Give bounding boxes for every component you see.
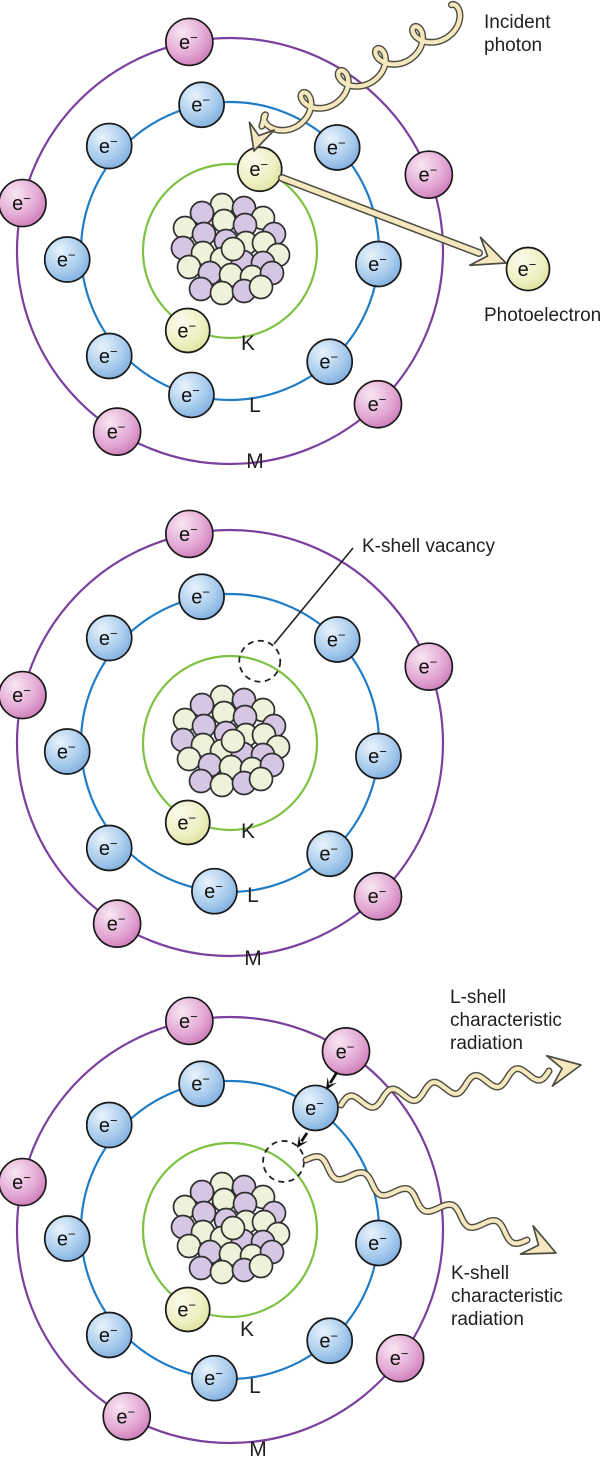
m-shell-electron: e− <box>404 150 454 200</box>
atom-k-shell-vacancy-nucleus <box>170 684 291 798</box>
l-shell-electron: e− <box>85 1101 133 1149</box>
l-shell-electron: e− <box>85 122 133 170</box>
m-shell-electron: e− <box>165 509 214 559</box>
l-shell-electron: e− <box>306 830 354 878</box>
m-shell-electron: e− <box>92 899 142 948</box>
photoelectron-label: Photoelectron <box>484 305 602 326</box>
atom-photoelectric-absorption-shell-label-M: M <box>246 450 264 473</box>
nucleon <box>188 276 214 302</box>
nucleon <box>209 772 235 798</box>
k-shell-radiation-wave <box>302 1153 531 1247</box>
l-shell-radiation-label: L-shell characteristic radiation <box>450 987 562 1054</box>
atom-characteristic-radiation-shell-label-K: K <box>240 1318 254 1341</box>
atom-characteristic-radiation-shell-label-M: M <box>249 1438 267 1461</box>
l-shell-radiation-wave-arrowhead <box>545 1054 582 1087</box>
nucleon <box>220 1215 246 1241</box>
l-shell-electron: e− <box>292 1084 339 1132</box>
atom-characteristic-radiation-shell-M <box>15 1015 445 1445</box>
l-shell-electron: e− <box>178 81 225 129</box>
l-shell-electron: e− <box>306 338 354 386</box>
photoelectron: e− <box>505 246 551 292</box>
m-shell-electron: e− <box>0 670 47 720</box>
l-shell-electron: e− <box>85 1311 133 1359</box>
l-shell-electron: e− <box>313 124 361 171</box>
m-shell-electron: e− <box>0 178 47 228</box>
k-shell-radiation-label: K-shell characteristic radiation <box>451 1263 563 1330</box>
incident-photon-label: Incident photon <box>484 12 551 56</box>
k-shell-electron: e− <box>164 799 211 846</box>
l-shell-electron: e− <box>355 732 402 780</box>
atom-photoelectric-absorption-shell-label-K: K <box>241 332 255 355</box>
m-shell-electron: e− <box>165 996 214 1046</box>
l-shell-electron: e− <box>43 1215 91 1262</box>
l-shell-electron: e− <box>313 616 361 663</box>
m-shell-electron: e− <box>0 1157 47 1207</box>
k-shell-vacancy-label: K-shell vacancy <box>362 536 496 557</box>
nucleon <box>220 236 246 262</box>
atom-photoelectric-absorption-shell-M <box>15 36 445 466</box>
electron-cascade-arrow-1 <box>326 1071 339 1090</box>
l-shell-electron: e− <box>43 236 91 283</box>
k-shell-radiation-wave-arrowhead <box>519 1224 557 1255</box>
m-shell-electron: e− <box>165 17 214 67</box>
m-shell-electron: e− <box>404 642 454 692</box>
l-shell-electron: e− <box>85 332 133 380</box>
atom-photoelectric-absorption-nucleus <box>170 192 291 306</box>
atom-k-shell-vacancy-shell-label-K: K <box>241 820 255 843</box>
k-vacancy-leader-line <box>273 547 354 645</box>
nucleon <box>188 1255 214 1281</box>
atom-photoelectric-absorption-shell-label-L: L <box>249 394 261 417</box>
nucleon <box>209 280 235 306</box>
nucleon <box>176 254 202 280</box>
atom-k-shell-vacancy-shell-label-M: M <box>244 947 262 970</box>
nucleon <box>248 766 274 792</box>
nucleon <box>176 746 202 772</box>
m-shell-electron: e− <box>102 1391 152 1441</box>
nucleon <box>209 1259 235 1285</box>
atom-k-shell-vacancy-vacancy-circle <box>238 639 282 683</box>
atom-characteristic-radiation: K L Me− e− e− e− e− e− e− e− e− e− e− e− e− e− <box>0 996 445 1461</box>
atom-k-shell-vacancy-shell-label-L: L <box>247 884 259 907</box>
l-shell-electron: e− <box>306 1317 354 1365</box>
l-shell-electron: e− <box>355 240 402 288</box>
l-shell-electron: e− <box>85 614 133 662</box>
atom-characteristic-radiation-shell-K <box>141 1141 319 1319</box>
l-shell-electron: e− <box>168 371 215 419</box>
atom-k-shell-vacancy-shell-M <box>15 528 445 958</box>
atom-photoelectric-absorption-shell-K <box>141 162 319 340</box>
l-shell-radiation-wave <box>337 1065 553 1111</box>
electron-cascade-arrow-2 <box>297 1132 309 1148</box>
m-shell-electron: e− <box>321 1027 371 1076</box>
photoelectron-arrow <box>278 174 507 267</box>
k-shell-electron: e− <box>164 307 211 354</box>
annotations: e− <box>248 0 582 1255</box>
incident-photon-arrowhead <box>248 121 276 152</box>
nucleon <box>248 274 274 300</box>
l-shell-electron: e− <box>191 867 238 915</box>
l-shell-electron: e− <box>43 728 91 775</box>
incident-photon-wave <box>258 0 464 134</box>
nucleon <box>176 1233 202 1259</box>
l-shell-electron: e− <box>191 1354 238 1402</box>
l-shell-electron: e− <box>178 573 225 621</box>
nucleon <box>188 768 214 794</box>
l-shell-electron: e− <box>355 1219 402 1267</box>
nucleon <box>248 1253 274 1279</box>
k-shell-electron: e− <box>164 1286 211 1333</box>
m-shell-electron: e− <box>353 871 403 921</box>
atom-characteristic-radiation-shell-label-L: L <box>249 1375 261 1398</box>
m-shell-electron: e− <box>375 1333 425 1383</box>
atom-characteristic-radiation-nucleus <box>170 1171 291 1285</box>
k-shell-electron: e− <box>236 146 283 193</box>
m-shell-electron: e− <box>92 407 142 456</box>
m-shell-electron: e− <box>353 379 403 429</box>
l-shell-electron: e− <box>85 824 133 872</box>
atom-k-shell-vacancy-shell-K <box>141 654 319 832</box>
nucleon <box>220 728 246 754</box>
l-shell-electron: e− <box>178 1060 225 1108</box>
